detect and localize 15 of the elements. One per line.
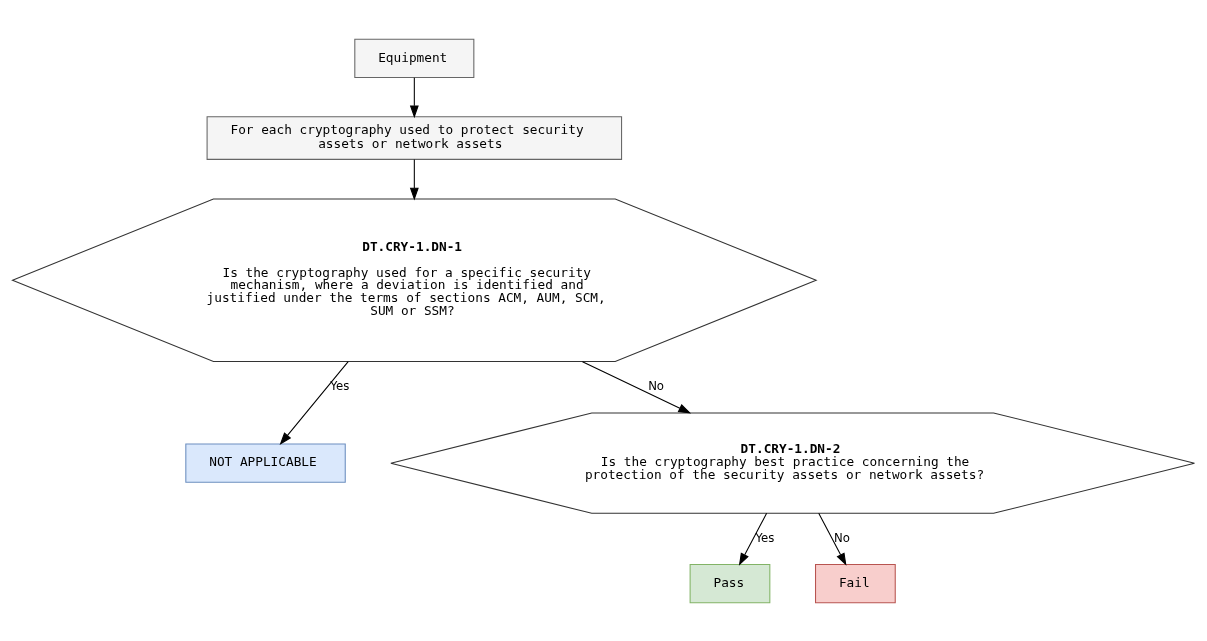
edge-label: No [834,530,851,545]
node-box: NOT APPLICABLE [185,443,346,483]
edge-label: Yes [755,530,775,545]
arrow [409,76,419,118]
node-box: Fail [815,563,896,603]
arrow [279,360,349,445]
arrow [738,512,768,566]
arrow [581,360,692,414]
node-box: Equipment [354,38,475,78]
edge-label: Yes [330,378,350,393]
node-box: For each cryptography used to protect security assets or network assets [206,115,623,160]
arrow [409,158,419,200]
edge-label: No [648,378,665,393]
arrow [818,512,847,566]
node-box: Pass [689,563,771,603]
